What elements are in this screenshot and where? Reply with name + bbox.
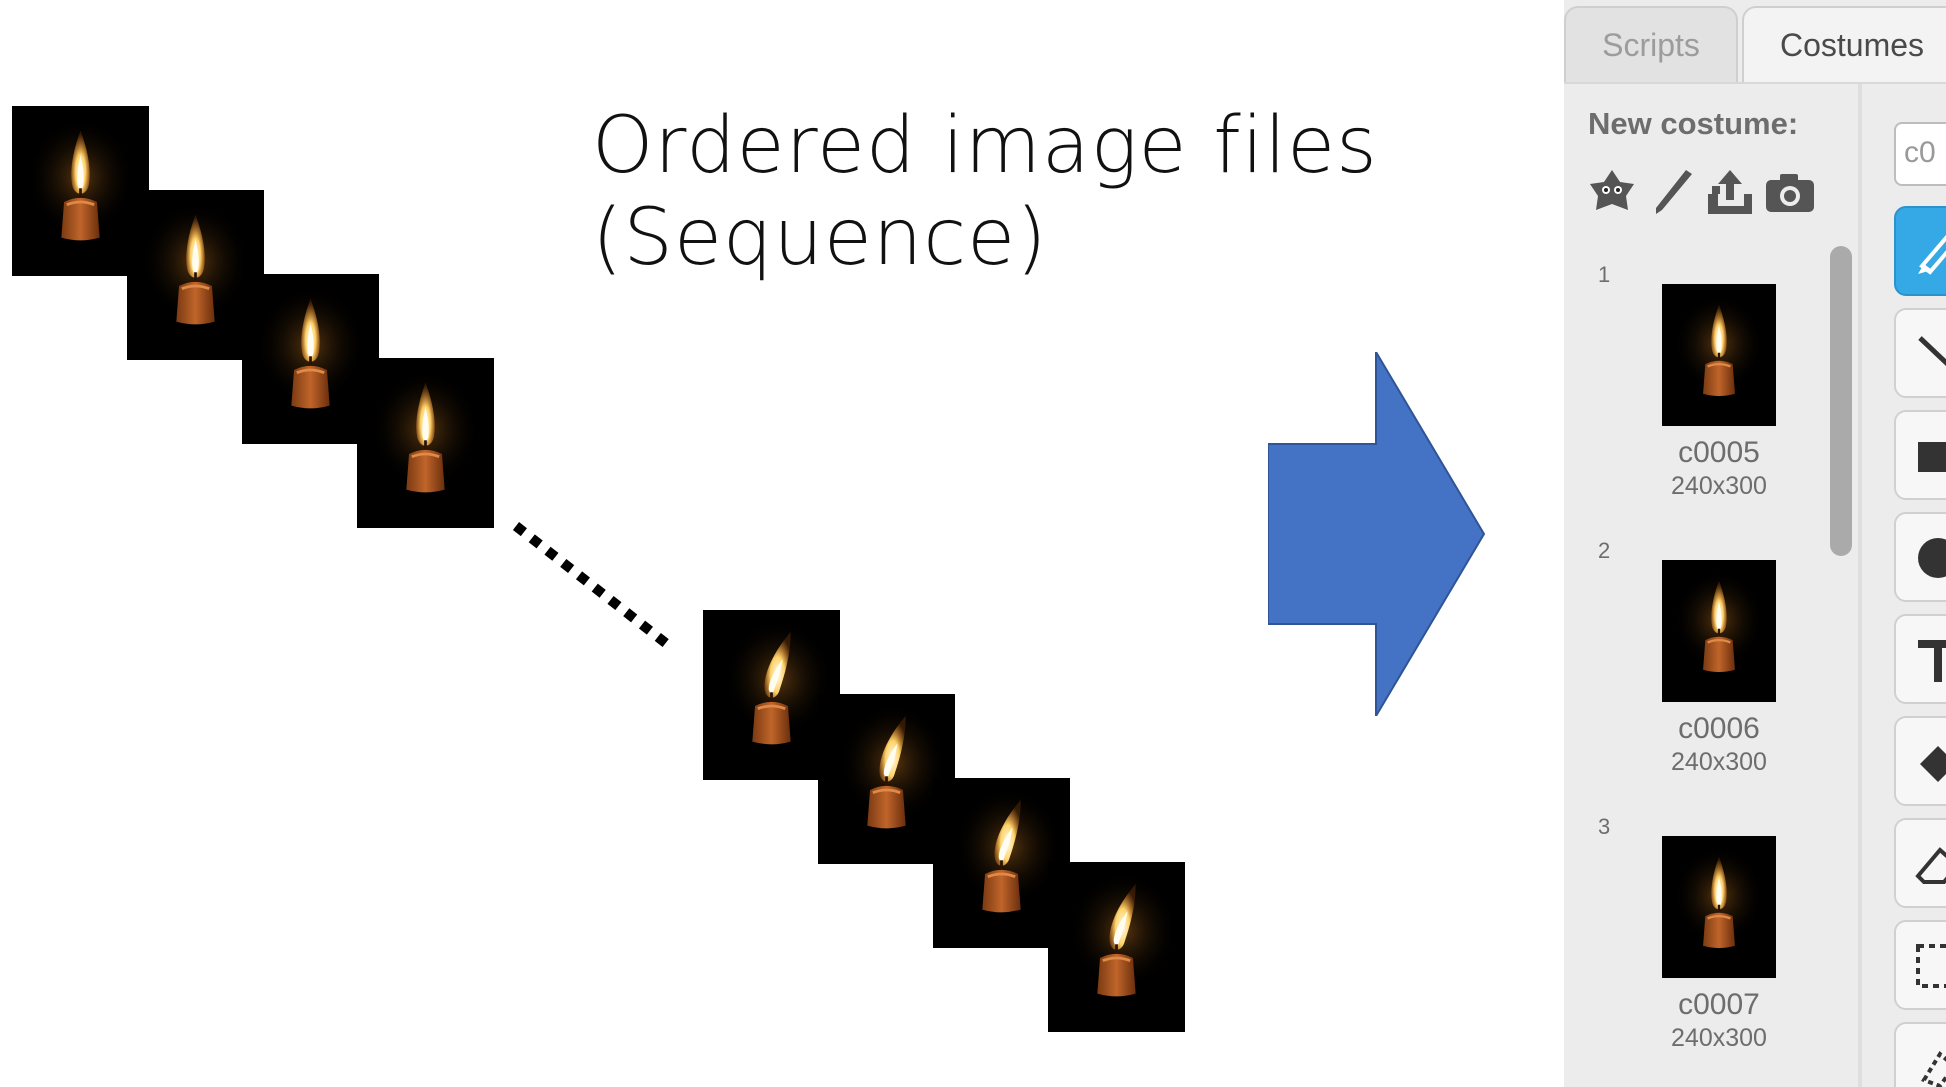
tab-costumes[interactable]: Costumes (1742, 6, 1946, 82)
costume-name: c0006 (1678, 712, 1760, 745)
brush-tool-icon (1918, 235, 1946, 275)
heading-line-1: Ordered image files (592, 101, 1378, 191)
image-frame-5 (703, 610, 840, 780)
fill-tool[interactable] (1894, 716, 1946, 806)
rectangle-tool[interactable] (1894, 410, 1946, 500)
costume-name-input[interactable]: c0 (1894, 122, 1946, 186)
stamp-tool[interactable] (1894, 1022, 1946, 1087)
image-frame-6 (818, 694, 955, 864)
ellipse-tool-icon (1918, 538, 1946, 578)
select-tool[interactable] (1894, 920, 1946, 1010)
costume-name: c0005 (1678, 436, 1760, 469)
candle-image (1662, 284, 1776, 426)
ellipse-tool[interactable] (1894, 512, 1946, 602)
line-tool-icon (1918, 336, 1946, 366)
costume-size: 240x300 (1671, 748, 1767, 776)
eraser-tool-icon (1915, 847, 1946, 884)
image-frame-4 (357, 358, 494, 528)
image-frame-1 (12, 106, 149, 276)
line-tool[interactable] (1894, 308, 1946, 398)
image-frame-8 (1048, 862, 1185, 1032)
heading: Ordered image files (Sequence) (592, 100, 1378, 284)
costume-list-scrollbar[interactable] (1830, 246, 1852, 556)
fill-tool-icon (1920, 746, 1946, 782)
column-divider (1858, 84, 1862, 1087)
image-frame-2 (127, 190, 264, 360)
image-frame-7 (933, 778, 1070, 948)
brush-tool[interactable] (1894, 206, 1946, 296)
right-arrow-icon (1268, 352, 1486, 716)
heading-line-2: (Sequence) (592, 193, 1048, 283)
costume-item-3[interactable]: 3 c0007 240x300 (1584, 814, 1824, 1084)
costume-thumbnail (1662, 836, 1776, 978)
sprite-library-icon[interactable] (1584, 164, 1640, 220)
costume-item-1[interactable]: 1 c0005 240x300 (1584, 262, 1824, 532)
costume-number: 2 (1598, 538, 1611, 563)
rectangle-tool-icon (1918, 442, 1946, 472)
text-tool-icon (1918, 640, 1946, 682)
upload-icon[interactable] (1702, 164, 1758, 220)
camera-icon[interactable] (1762, 164, 1818, 220)
costume-size: 240x300 (1671, 1024, 1767, 1052)
costume-item-2[interactable]: 2 c0006 240x300 (1584, 538, 1824, 808)
tab-scripts-label: Scripts (1602, 26, 1700, 63)
costume-number: 1 (1598, 262, 1611, 287)
tab-divider (1564, 82, 1946, 84)
costume-name: c0007 (1678, 988, 1760, 1021)
costume-thumbnail (1662, 560, 1776, 702)
image-frame-3 (242, 274, 379, 444)
costume-thumbnail (1662, 284, 1776, 426)
scratch-costumes-panel: Scripts Costumes New costume: 1 c0005 24… (1564, 0, 1946, 1087)
costume-size: 240x300 (1671, 472, 1767, 500)
new-costume-label: New costume: (1588, 106, 1799, 141)
stamp-tool-icon (1921, 1050, 1946, 1087)
costume-number: 3 (1598, 814, 1611, 839)
eraser-tool[interactable] (1894, 818, 1946, 908)
candle-image (1662, 560, 1776, 702)
tab-costumes-label: Costumes (1779, 26, 1925, 63)
candle-image (1662, 836, 1776, 978)
text-tool[interactable] (1894, 614, 1946, 704)
tab-scripts[interactable]: Scripts (1564, 6, 1738, 82)
select-tool-icon (1916, 944, 1946, 988)
paint-brush-icon[interactable] (1644, 164, 1700, 220)
